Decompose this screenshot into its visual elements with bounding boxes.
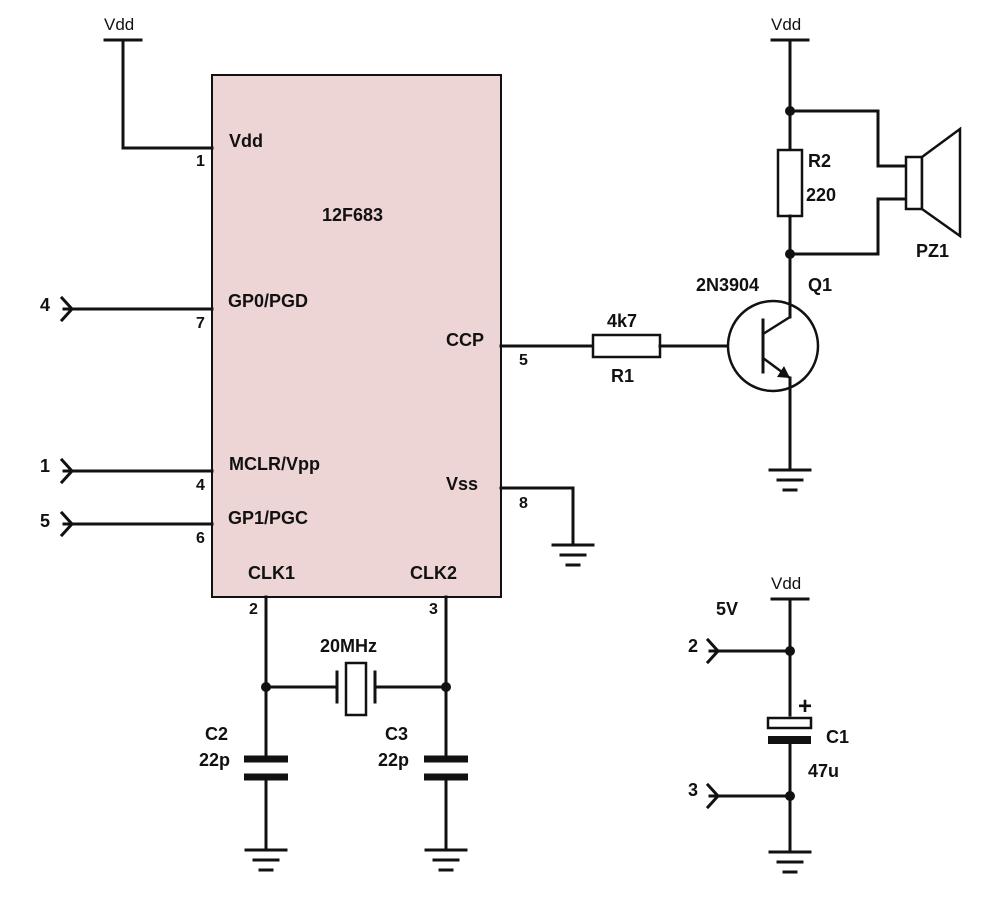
connector-gp0-arrow bbox=[59, 295, 75, 323]
wire-pz1-top bbox=[788, 109, 908, 168]
vdd-c1-label: Vdd bbox=[771, 574, 801, 593]
resistor-r2 bbox=[776, 148, 804, 218]
connector-gp1-arrow bbox=[59, 510, 75, 538]
junction-psu-pos bbox=[785, 646, 795, 656]
capacitor-c3 bbox=[424, 755, 468, 852]
wire-pz1-bottom bbox=[788, 197, 908, 256]
resistor-r1 bbox=[591, 333, 662, 359]
r2-ref: R2 bbox=[808, 151, 831, 171]
pin-gp1-num: 6 bbox=[196, 530, 205, 547]
vdd-q-symbol bbox=[770, 38, 810, 152]
pin-mclr-num: 4 bbox=[196, 477, 205, 494]
connector-psu-pos-num: 2 bbox=[688, 636, 698, 656]
pin-ccp-num: 5 bbox=[519, 352, 528, 369]
c3-ref: C3 bbox=[385, 724, 408, 744]
wire-vss bbox=[499, 486, 575, 547]
connector-psu-pos-arrow bbox=[705, 637, 721, 665]
q1-ref: Q1 bbox=[808, 275, 832, 295]
pin-gp0-name: GP0/PGD bbox=[228, 291, 308, 311]
pin-mclr-name: MCLR/Vpp bbox=[229, 454, 320, 474]
pin-clk2-num: 3 bbox=[429, 601, 438, 618]
r1-ref: R1 bbox=[611, 366, 634, 386]
pin-gp0-num: 7 bbox=[196, 315, 205, 332]
c1-ref: C1 bbox=[826, 727, 849, 747]
c2-value: 22p bbox=[199, 750, 230, 770]
pin-vdd-num: 1 bbox=[196, 153, 205, 170]
junction-clk2 bbox=[441, 682, 451, 692]
crystal-value: 20MHz bbox=[320, 636, 377, 656]
pin-vdd-name: Vdd bbox=[229, 131, 263, 151]
connector-mclr-num: 1 bbox=[40, 456, 50, 476]
pin-clk1-num: 2 bbox=[249, 601, 258, 618]
pin-gp1-name: GP1/PGC bbox=[228, 508, 308, 528]
connector-gp1-num: 5 bbox=[40, 511, 50, 531]
c3-value: 22p bbox=[378, 750, 409, 770]
pin-vss-num: 8 bbox=[519, 495, 528, 512]
junction-psu-neg bbox=[785, 791, 795, 801]
piezo-pz1-icon bbox=[904, 126, 962, 239]
ground-c1-icon bbox=[768, 850, 812, 874]
junction-clk1 bbox=[261, 682, 271, 692]
transistor-q1 bbox=[726, 294, 820, 398]
ic-part-label: 12F683 bbox=[322, 205, 383, 225]
c1-value: 47u bbox=[808, 761, 839, 781]
ground-c2-icon bbox=[244, 848, 288, 872]
connector-psu-neg-num: 3 bbox=[688, 780, 698, 800]
vdd-ic-symbol bbox=[103, 38, 214, 150]
c1-polarity: + bbox=[798, 693, 812, 720]
vdd-ic-label: Vdd bbox=[104, 15, 134, 34]
ic-body bbox=[211, 74, 502, 598]
ground-q1-icon bbox=[768, 468, 812, 492]
ground-c3-icon bbox=[424, 848, 468, 872]
r1-value: 4k7 bbox=[607, 311, 637, 331]
c1-supply-label: 5V bbox=[716, 599, 738, 619]
q1-part: 2N3904 bbox=[696, 275, 759, 295]
crystal-symbol bbox=[335, 661, 377, 717]
capacitor-c2 bbox=[244, 755, 288, 852]
r2-value: 220 bbox=[806, 185, 836, 205]
ground-vss-icon bbox=[551, 543, 595, 567]
pin-clk1-name: CLK1 bbox=[248, 563, 295, 583]
pz1-ref: PZ1 bbox=[916, 241, 949, 261]
vdd-c1-symbol bbox=[770, 597, 810, 717]
c2-ref: C2 bbox=[205, 724, 228, 744]
pin-ccp-name: CCP bbox=[446, 330, 484, 350]
connector-gp0-num: 4 bbox=[40, 295, 50, 315]
connector-mclr-arrow bbox=[59, 457, 75, 485]
connector-psu-neg-arrow bbox=[705, 782, 721, 810]
pin-clk2-name: CLK2 bbox=[410, 563, 457, 583]
capacitor-c1 bbox=[766, 716, 813, 854]
vdd-q-label: Vdd bbox=[771, 15, 801, 34]
pin-vss-name: Vss bbox=[446, 474, 478, 494]
